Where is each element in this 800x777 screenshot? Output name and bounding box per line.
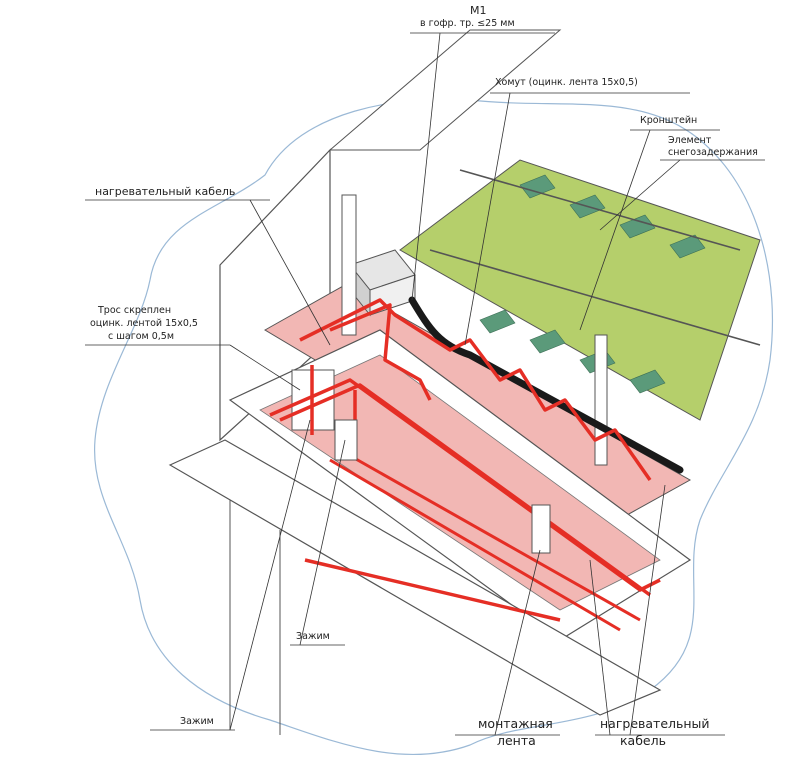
gutter-lip — [168, 439, 662, 716]
roof-slab — [328, 29, 562, 151]
label-heating-cable-top: нагревательный кабель — [95, 185, 236, 198]
snow-guard-elements — [479, 174, 706, 394]
label-rope-1: Трос скреплен — [98, 305, 172, 316]
vertical-post-right — [594, 334, 608, 466]
label-clip-2: Зажим — [180, 716, 214, 727]
label-snow-element-1: Элемент — [668, 135, 712, 146]
label-heating-cable-bottom-2: кабель — [620, 733, 666, 748]
gutter-inner — [259, 354, 661, 611]
background-cloud-outline — [93, 98, 773, 756]
vertical-post-left — [341, 194, 357, 336]
conduit-m1 — [408, 296, 684, 474]
label-snow-element-2: снегозадержания — [668, 147, 758, 158]
label-bracket: Кронштейн — [640, 115, 698, 126]
label-heating-cable-bottom-1: нагревательный — [600, 716, 710, 731]
label-mount-tape-1: монтажная — [478, 716, 553, 731]
label-m1-sub: в гофр. тр. ≤25 мм — [420, 18, 515, 29]
heating-cables — [269, 298, 661, 622]
label-rope-2: оцинк. лентой 15х0,5 — [90, 318, 198, 329]
label-mount-tape-2: лента — [497, 733, 536, 748]
snow-guard-rails — [429, 169, 761, 346]
gutter-brackets — [334, 419, 551, 554]
label-rope-3: с шагом 0,5м — [108, 331, 175, 342]
label-clamp-band: Хомут (оцинк. лента 15х0,5) — [495, 77, 638, 88]
leader-lines — [85, 32, 765, 736]
label-m1: M1 — [470, 4, 487, 17]
gutter-cables — [329, 448, 641, 632]
label-clip-1: Зажим — [296, 631, 330, 642]
